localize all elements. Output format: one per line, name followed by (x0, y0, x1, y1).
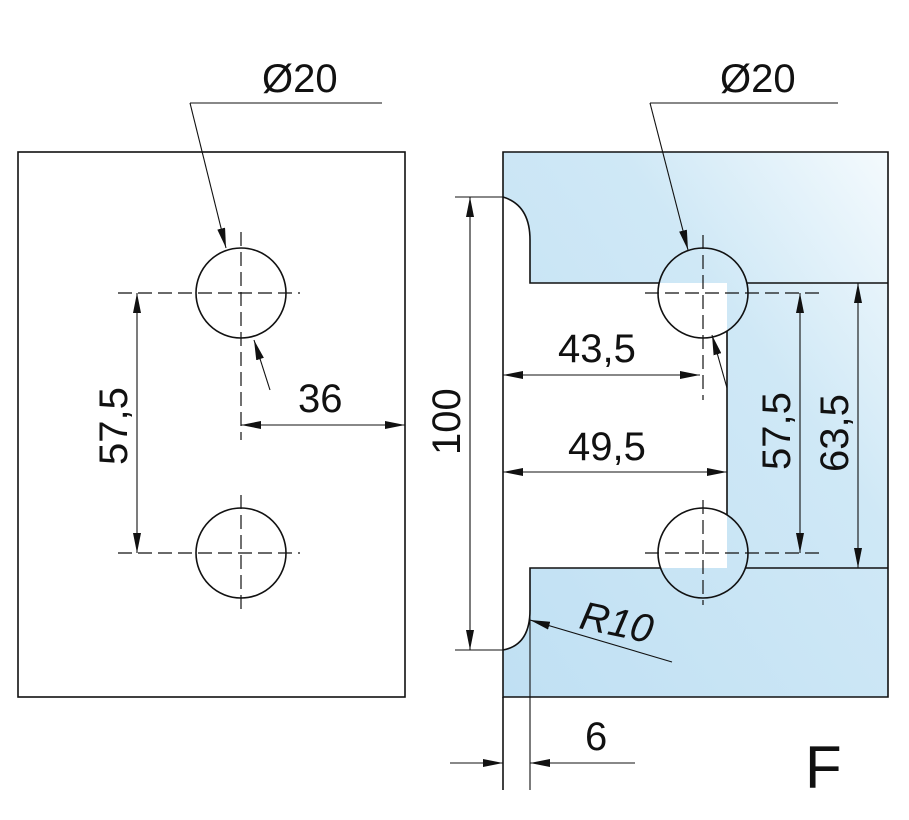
left-hole-diameter-label: Ø20 (262, 57, 338, 101)
right-hole-diameter-label: Ø20 (720, 57, 796, 101)
right-glass-plate: Ø20 43,5 49,5 57,5 63,5 100 R10 6 F (425, 57, 889, 801)
hole-depth-label: 43,5 (558, 327, 636, 371)
overall-height-label: 100 (425, 388, 469, 455)
left-edge-offset-label: 36 (298, 377, 343, 421)
offset-label: 6 (585, 715, 607, 759)
left-hole-spacing-label: 57,5 (92, 387, 136, 465)
notch-depth-label: 49,5 (568, 425, 646, 469)
variant-letter: F (805, 734, 842, 801)
left-glass-plate: Ø20 57,5 36 (17, 57, 406, 698)
right-hole-spacing-label: 57,5 (755, 392, 799, 470)
notch-height-label: 63,5 (813, 394, 857, 472)
